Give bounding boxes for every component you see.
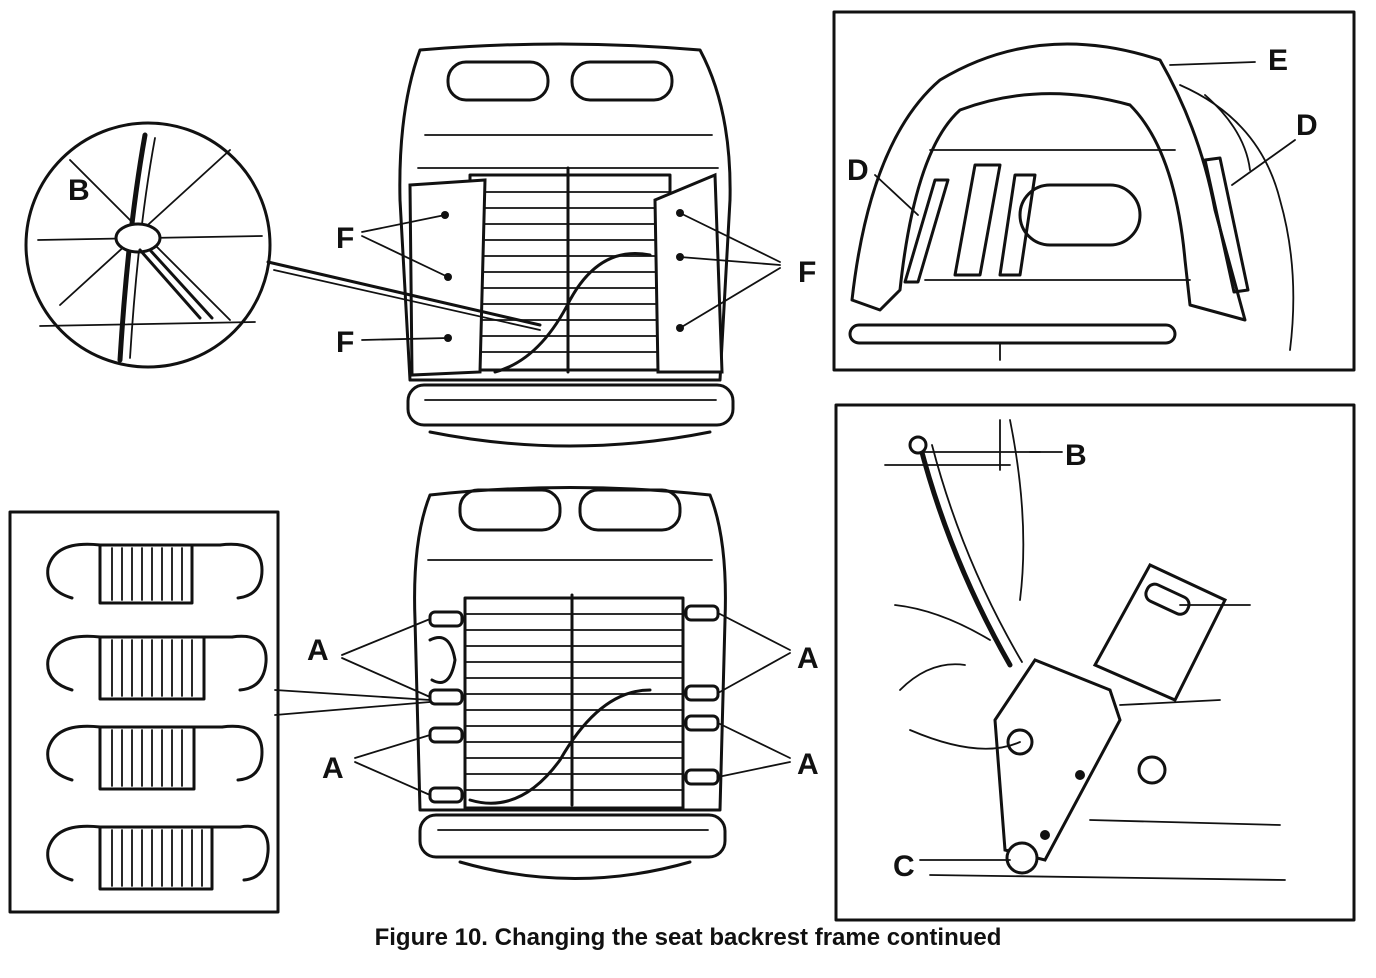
label-a-left-top: A	[307, 634, 329, 667]
label-a-right-bottom: A	[797, 748, 819, 781]
label-a-left-bottom: A	[322, 752, 344, 785]
buckle-box	[834, 403, 1356, 922]
backrest-bottom-grid-lines	[464, 613, 684, 791]
side-springs	[428, 604, 720, 804]
detail-b-circle	[24, 121, 542, 369]
label-b-buckle: B	[1065, 439, 1087, 472]
f-leader-lines	[361, 212, 781, 341]
backrest-bottom-diagram	[413, 486, 727, 880]
label-a-right-top: A	[797, 642, 819, 675]
spring-1	[46, 542, 264, 605]
spring-3	[46, 724, 264, 791]
backrest-top-grid-lines	[469, 191, 671, 353]
label-d-left: D	[847, 154, 869, 187]
label-f-right: F	[798, 256, 816, 289]
spring-2	[46, 634, 268, 701]
label-f-left-bottom: F	[336, 326, 354, 359]
label-e: E	[1268, 44, 1288, 77]
label-f-left-top: F	[336, 222, 354, 255]
spring-4	[46, 824, 270, 891]
label-c-buckle: C	[893, 850, 915, 883]
springs-box	[8, 510, 431, 914]
label-b-detail: B	[68, 174, 90, 207]
label-d-right: D	[1296, 109, 1318, 142]
detail-de-box	[832, 10, 1356, 372]
backrest-top-diagram	[398, 42, 735, 448]
a-leader-lines	[341, 612, 791, 796]
diagram-labels: B F F F E D D B C A A A A	[68, 44, 1318, 883]
figure-caption: Figure 10. Changing the seat backrest fr…	[374, 924, 1002, 951]
